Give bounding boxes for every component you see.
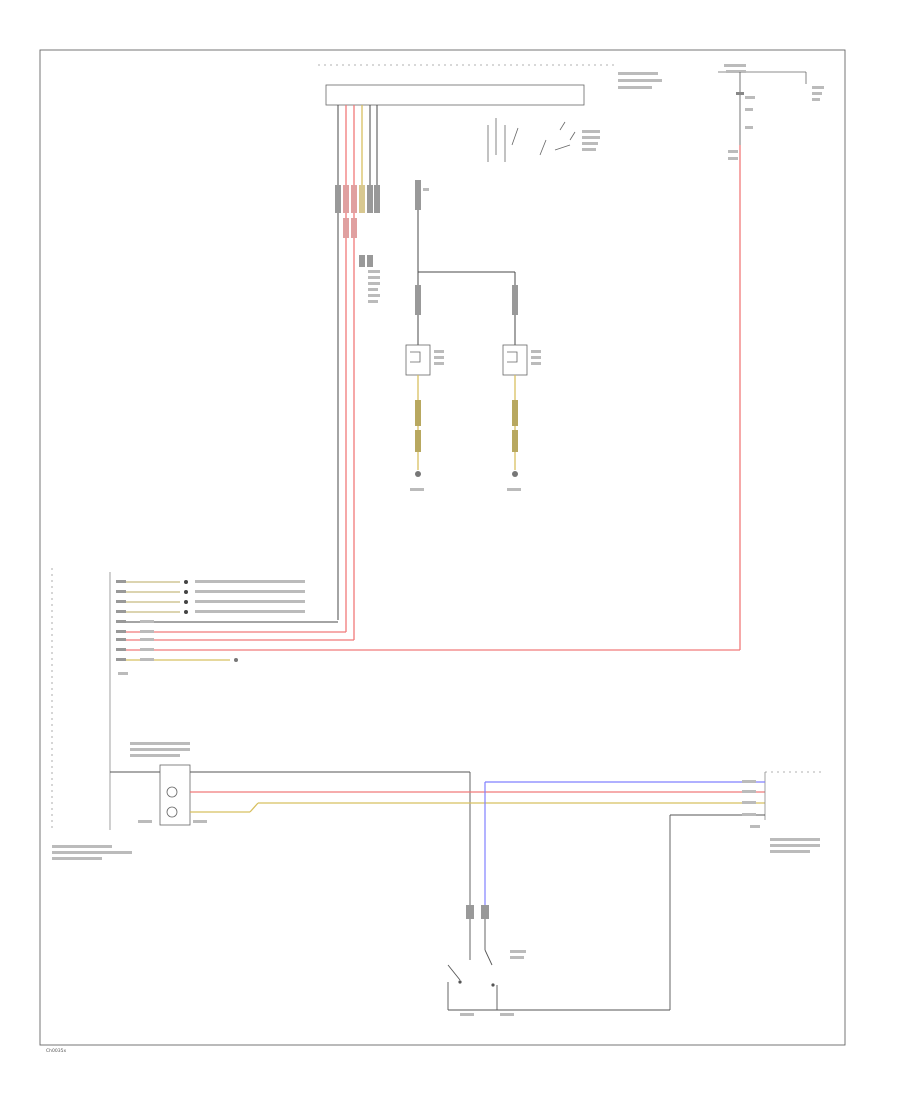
right-module	[484, 771, 825, 1010]
diagram-border	[39, 49, 846, 1046]
lamp-left	[405, 344, 431, 376]
lamp-circuits	[405, 180, 541, 491]
bottom-switch	[447, 905, 670, 1016]
lower-left-module	[52, 742, 765, 905]
page-id: Ch0035x	[46, 1048, 66, 1054]
top-harness-wires	[335, 105, 380, 640]
left-module-wires	[51, 568, 354, 830]
top-control-module	[318, 64, 662, 162]
fuse-block	[718, 64, 824, 160]
lamp-right	[502, 344, 528, 376]
